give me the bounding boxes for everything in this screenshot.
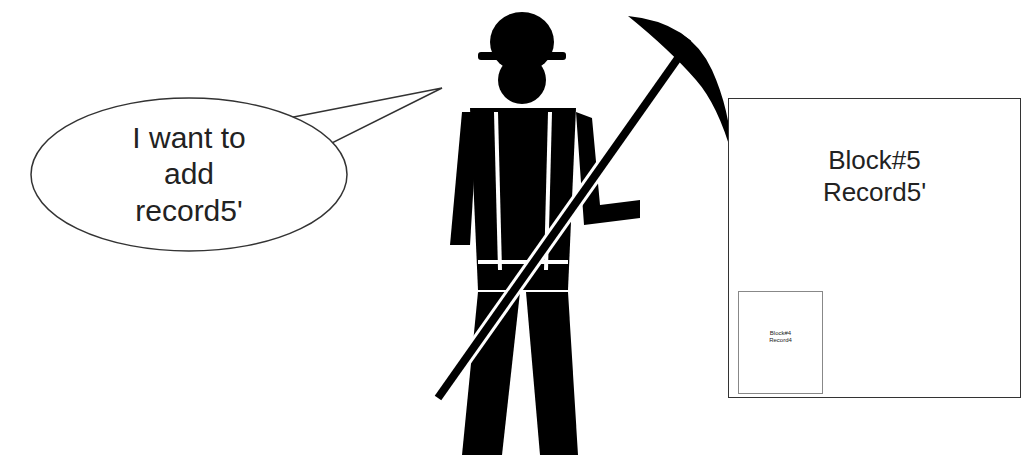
miner-head [498,56,546,104]
miner-leg [526,292,578,455]
bubble-ellipse [31,98,347,251]
vest-line [496,112,500,270]
pickaxe-socket [675,33,691,48]
node-label: Block#4 Record4 [768,330,794,345]
belt-line [478,260,568,264]
speech-bubble: I want to add record5' [30,97,348,252]
miner-arm [450,112,478,245]
miner-torso [470,108,576,290]
block-box: Block#4 Record4 [738,291,823,394]
block-box: Block#5 Record5' Block#4 Record4 [728,98,1021,398]
node-label: I want to add record5' [114,120,264,230]
pickaxe-head [628,16,732,155]
pickaxe-handle [438,44,688,398]
pickaxe-outline [438,44,688,398]
node-label: Block#5 Record5' [812,145,937,208]
